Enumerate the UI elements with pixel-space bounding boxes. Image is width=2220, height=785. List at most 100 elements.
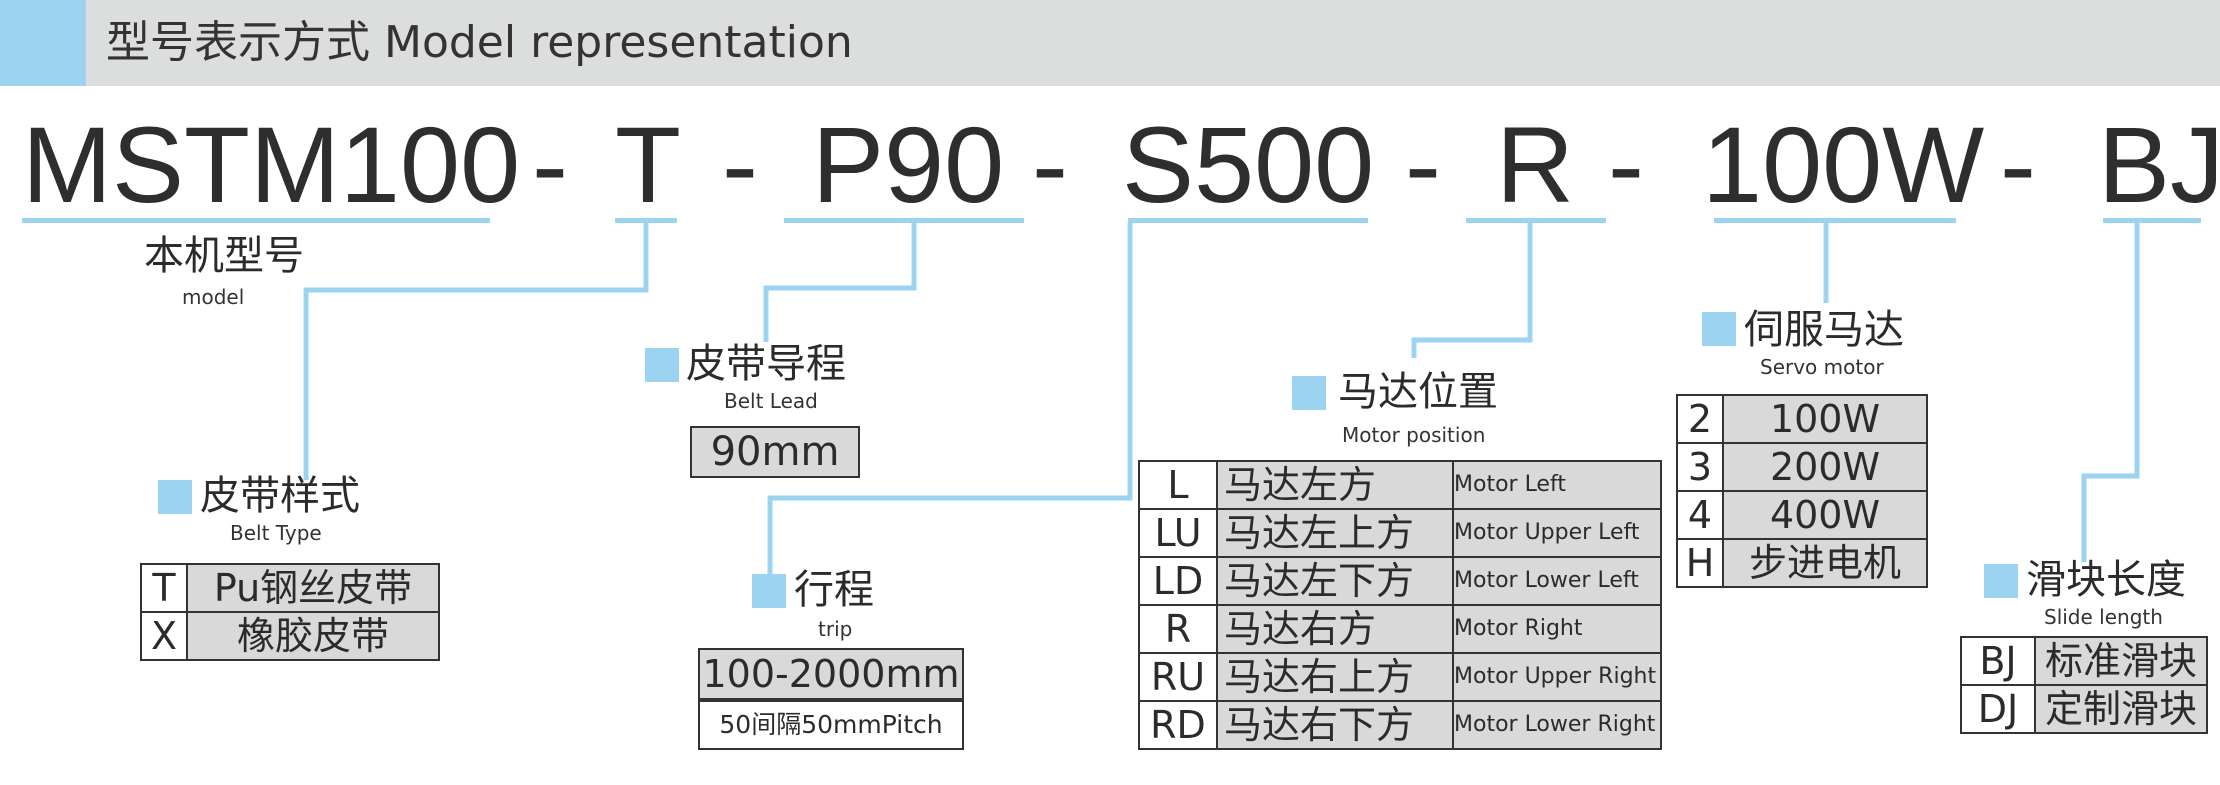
separator: -: [1405, 104, 1441, 225]
code-cell: 3: [1676, 442, 1724, 492]
desc-cn-cell: 马达右方: [1216, 604, 1454, 654]
table-row: 2 100W: [1676, 394, 1928, 444]
code-cell: L: [1138, 460, 1218, 510]
code-cell: LU: [1138, 508, 1218, 558]
code-cell: RU: [1138, 652, 1218, 702]
underline-slide-length: [2103, 218, 2201, 223]
motor-position-title-cn: 马达位置: [1338, 369, 1498, 415]
table-row: 3 200W: [1676, 442, 1928, 492]
separator: -: [1608, 104, 1644, 225]
belt-lead-title-en: Belt Lead: [724, 389, 818, 413]
page-title: 型号表示方式 Model representation: [106, 17, 853, 68]
underline-servo-motor: [1714, 218, 1956, 223]
underline-motor-position: [1466, 218, 1606, 223]
connector-slide-length: [2081, 223, 2140, 562]
motor-position-table: L 马达左方 Motor Left LU 马达左上方 Motor Upper L…: [1138, 460, 1662, 750]
desc-en-cell: Motor Upper Left: [1453, 508, 1662, 558]
underline-trip: [1128, 218, 1368, 223]
model-label-cn: 本机型号: [144, 233, 304, 279]
desc-cell: 步进电机: [1722, 538, 1928, 588]
code-cell: R: [1138, 604, 1218, 654]
slide-length-title-en: Slide length: [2044, 605, 2163, 629]
code-cell: BJ: [1960, 636, 2036, 686]
trip-title-en: trip: [818, 617, 853, 641]
desc-cell: 200W: [1722, 442, 1928, 492]
desc-cn-cell: 马达左方: [1216, 460, 1454, 510]
separator: -: [722, 104, 758, 225]
table-row: DJ 定制滑块: [1960, 684, 2208, 734]
code-cell: H: [1676, 538, 1724, 588]
segment-model: MSTM100: [22, 104, 521, 225]
desc-cell: 100W: [1722, 394, 1928, 444]
desc-en-cell: Motor Lower Right: [1453, 700, 1662, 750]
desc-en-cell: Motor Upper Right: [1453, 652, 1662, 702]
underline-belt-type: [615, 218, 677, 223]
belt-lead-title-cn: 皮带导程: [686, 341, 846, 387]
table-row: H 步进电机: [1676, 538, 1928, 588]
table-row: RU 马达右上方 Motor Upper Right: [1138, 652, 1662, 702]
belt-type-table: T Pu钢丝皮带 X 橡胶皮带: [140, 563, 440, 661]
separator: -: [532, 104, 568, 225]
desc-en-cell: Motor Right: [1453, 604, 1662, 654]
slide-length-table: BJ 标准滑块 DJ 定制滑块: [1960, 636, 2208, 734]
belt-type-title-cn: 皮带样式: [200, 473, 360, 519]
motor-position-title-en: Motor position: [1342, 423, 1486, 447]
separator: -: [2000, 104, 2036, 225]
code-cell: T: [140, 563, 188, 613]
code-cell: 4: [1676, 490, 1724, 540]
servo-motor-title-en: Servo motor: [1760, 355, 1884, 379]
code-cell: DJ: [1960, 684, 2036, 734]
table-row: T Pu钢丝皮带: [140, 563, 440, 613]
table-row: R 马达右方 Motor Right: [1138, 604, 1662, 654]
bullet-square: [752, 574, 786, 608]
segment-motor-position: R: [1496, 104, 1574, 225]
desc-en-cell: Motor Lower Left: [1453, 556, 1662, 606]
bullet-square: [645, 348, 679, 382]
table-row: LD 马达左下方 Motor Lower Left: [1138, 556, 1662, 606]
desc-cell: 定制滑块: [2034, 684, 2208, 734]
table-row: L 马达左方 Motor Left: [1138, 460, 1662, 510]
bullet-square: [1984, 564, 2018, 598]
connector-belt-type: [303, 223, 649, 480]
connector-belt-lead: [763, 223, 917, 342]
code-cell: 2: [1676, 394, 1724, 444]
connector-motor-position: [1411, 223, 1533, 358]
bullet-square: [1292, 376, 1326, 410]
separator: -: [1032, 104, 1068, 225]
segment-slide-length: BJ: [2098, 104, 2220, 225]
code-cell: LD: [1138, 556, 1218, 606]
table-row: BJ 标准滑块: [1960, 636, 2208, 686]
bullet-square: [158, 480, 192, 514]
bullet-square: [1702, 312, 1736, 346]
code-cell: RD: [1138, 700, 1218, 750]
segment-belt-lead: P90: [812, 104, 1005, 225]
trip-title-cn: 行程: [794, 567, 874, 613]
desc-cn-cell: 马达右下方: [1216, 700, 1454, 750]
header-bar: [0, 0, 2220, 86]
segment-belt-type: T: [615, 104, 681, 225]
belt-type-title-en: Belt Type: [230, 521, 322, 545]
desc-cn-cell: 马达左上方: [1216, 508, 1454, 558]
trip-range: 100-2000mm: [698, 648, 964, 700]
trip-pitch: 50间隔50mmPitch: [698, 700, 964, 750]
desc-cell: 标准滑块: [2034, 636, 2208, 686]
servo-motor-table: 2 100W 3 200W 4 400W H 步进电机: [1676, 394, 1928, 588]
underline-model: [22, 218, 490, 223]
table-row: RD 马达右下方 Motor Lower Right: [1138, 700, 1662, 750]
desc-cell: 橡胶皮带: [186, 611, 440, 661]
desc-en-cell: Motor Left: [1453, 460, 1662, 510]
belt-lead-value: 90mm: [690, 426, 860, 478]
underline-belt-lead: [784, 218, 1024, 223]
desc-cell: 400W: [1722, 490, 1928, 540]
header-accent-square: [0, 0, 86, 86]
segment-servo-motor: 100W: [1702, 104, 1985, 225]
table-row: 4 400W: [1676, 490, 1928, 540]
table-row: LU 马达左上方 Motor Upper Left: [1138, 508, 1662, 558]
servo-motor-title-cn: 伺服马达: [1744, 307, 1904, 353]
desc-cell: Pu钢丝皮带: [186, 563, 440, 613]
desc-cn-cell: 马达左下方: [1216, 556, 1454, 606]
desc-cn-cell: 马达右上方: [1216, 652, 1454, 702]
segment-trip: S500: [1122, 104, 1375, 225]
slide-length-title-cn: 滑块长度: [2026, 557, 2186, 603]
